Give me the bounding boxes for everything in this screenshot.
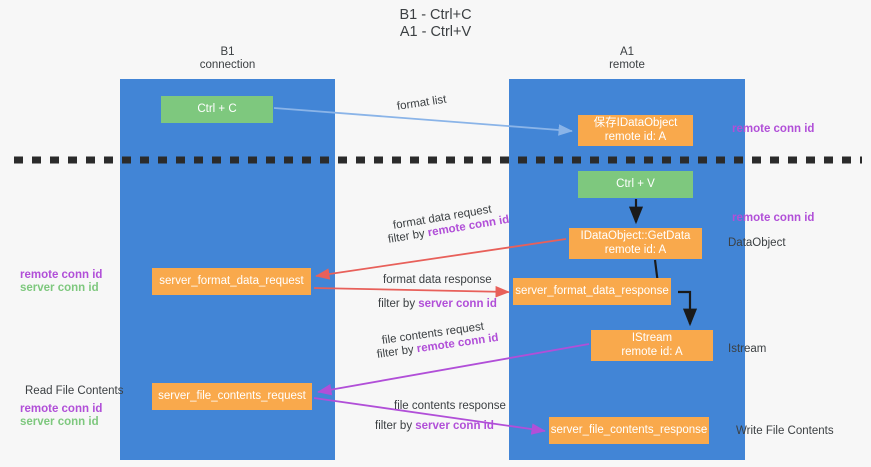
edge-label-file-contents-response-filter: filter by server conn id: [375, 419, 494, 433]
annotation-read-file-contents: Read File Contents: [25, 385, 124, 397]
filter-prefix: filter by: [375, 420, 416, 432]
annotation-left-server-conn-id-bottom: server conn id: [20, 416, 99, 428]
key-server-conn-id: server conn id: [418, 298, 497, 310]
annotation-istream: Istream: [728, 343, 767, 355]
node-idataobject-getdata[interactable]: IDataObject::GetData remote id: A: [569, 228, 702, 259]
annotation-right-remote-conn-id-top: remote conn id: [732, 123, 815, 135]
node-istream[interactable]: IStream remote id: A: [591, 330, 713, 361]
node-server-file-contents-response[interactable]: server_file_contents_response: [549, 417, 709, 444]
node-ctrl-v[interactable]: Ctrl + V: [578, 171, 693, 198]
annotation-left-remote-conn-id-bottom: remote conn id: [20, 403, 103, 415]
annotation-write-file-contents: Write File Contents: [736, 425, 834, 437]
annotation-data-object: DataObject: [728, 237, 786, 249]
page-title: B1 - Ctrl+C A1 - Ctrl+V: [399, 7, 472, 40]
lane-heading-b1: B1 connection: [199, 46, 256, 71]
node-server-format-data-response[interactable]: server_format_data_response: [513, 278, 671, 305]
node-ctrl-c[interactable]: Ctrl + C: [161, 96, 273, 123]
node-server-format-data-request[interactable]: server_format_data_request: [152, 268, 311, 295]
filter-prefix: filter by: [376, 343, 418, 361]
lane-heading-a1: A1 remote: [609, 46, 645, 71]
node-idataobject-save[interactable]: 保存IDataObject remote id: A: [578, 115, 693, 146]
key-server-conn-id: server conn id: [415, 420, 494, 432]
filter-prefix: filter by: [378, 298, 419, 310]
node-server-file-contents-request[interactable]: server_file_contents_request: [152, 383, 312, 410]
edge-label-format-data-response-filter: filter by server conn id: [378, 297, 497, 311]
annotation-left-server-conn-id-top: server conn id: [20, 282, 99, 294]
edge-label-file-contents-response: file contents response: [394, 400, 506, 412]
annotation-left-remote-conn-id-top: remote conn id: [20, 269, 103, 281]
edge-label-format-data-response: format data response: [383, 274, 492, 286]
arrow-format-data-response: [313, 285, 510, 298]
annotation-right-remote-conn-id-mid: remote conn id: [732, 212, 815, 224]
edge-label-format-list: format list: [396, 93, 448, 113]
